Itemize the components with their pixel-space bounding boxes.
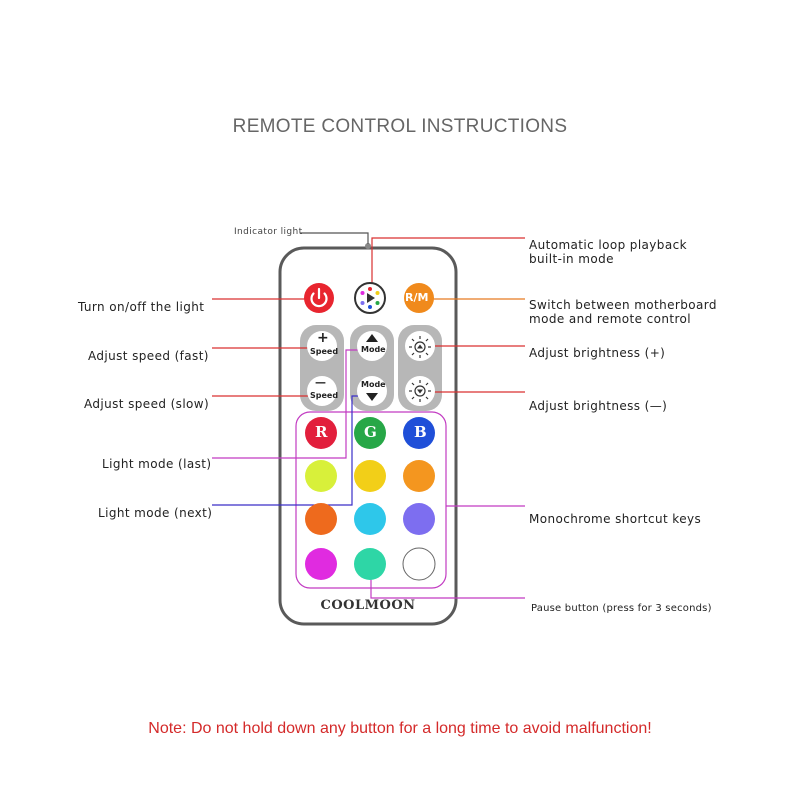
auto-loop-label-1: Automatic loop playback <box>529 238 687 252</box>
callout-mode-next <box>212 395 362 506</box>
magenta-button[interactable] <box>305 548 337 580</box>
cyan-button[interactable] <box>354 503 386 535</box>
speed-slow-callout-label: Adjust speed (slow) <box>84 397 210 411</box>
mode-next-callout-label: Light mode (next) <box>98 506 213 520</box>
mono-label: Monochrome shortcut keys <box>529 512 702 526</box>
up-arrow-icon <box>366 334 378 342</box>
rm-label: R/M <box>405 291 429 304</box>
bright-up-label: Adjust brightness (+) <box>529 346 666 360</box>
sun-up-icon <box>409 336 431 358</box>
deep-orange-button[interactable] <box>305 503 337 535</box>
switch-label-1: Switch between motherboard <box>529 298 717 312</box>
red-button[interactable] <box>305 417 337 449</box>
page-title: REMOTE CONTROL INSTRUCTIONS <box>232 116 568 137</box>
mode-next-label: Mode <box>361 380 386 389</box>
speed-plus-label: + <box>317 330 329 346</box>
yellow-green-button[interactable] <box>305 460 337 492</box>
power-icon <box>310 287 328 308</box>
rm-button[interactable] <box>404 283 434 313</box>
green-label: G <box>364 423 377 441</box>
white-button[interactable] <box>402 547 436 581</box>
pause-mint-button[interactable] <box>354 548 386 580</box>
mode-next-button[interactable] <box>357 376 387 406</box>
speed-minus-label: — <box>315 376 326 389</box>
speed-fast-callout-label: Adjust speed (fast) <box>88 349 209 363</box>
speed-fast-label: Speed <box>310 347 339 356</box>
speed-slow-label: Speed <box>310 391 339 400</box>
indicator-label: Indicator light <box>234 227 303 237</box>
switch-label-2: mode and remote control <box>529 312 692 326</box>
indicator-light <box>365 243 371 249</box>
mode-last-button[interactable] <box>357 331 387 361</box>
play-rainbow-icon <box>360 287 380 309</box>
red-label: R <box>315 423 328 441</box>
sun-down-icon <box>409 380 431 402</box>
auto-loop-label-2: built-in mode <box>529 252 614 266</box>
speed-fast-button[interactable] <box>307 331 337 361</box>
callout-mode-last <box>212 349 360 459</box>
speed-slow-button[interactable] <box>307 376 337 406</box>
mode-last-label: Mode <box>361 345 386 354</box>
blue-button[interactable] <box>403 417 435 449</box>
violet-button[interactable] <box>403 503 435 535</box>
pause-label: Pause button (press for 3 seconds) <box>531 603 712 614</box>
green-button[interactable] <box>354 417 386 449</box>
orange-button[interactable] <box>403 460 435 492</box>
down-arrow-icon <box>366 393 378 401</box>
bright-down-label: Adjust brightness (—) <box>529 399 668 413</box>
blue-label: B <box>414 423 427 441</box>
warning-note: Note: Do not hold down any button for a … <box>148 720 652 737</box>
callout-auto-loop <box>371 237 525 286</box>
brand-logo: COOLMOON <box>320 598 416 613</box>
callout-indicator <box>300 232 369 244</box>
mode-last-callout-label: Light mode (last) <box>102 457 212 471</box>
yellow-button[interactable] <box>354 460 386 492</box>
power-label: Turn on/off the light <box>78 300 205 314</box>
